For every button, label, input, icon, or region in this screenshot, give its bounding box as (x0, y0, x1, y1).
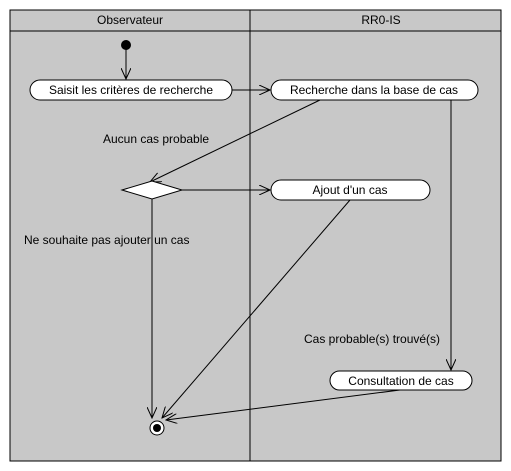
activity-recherche-label: Recherche dans la base de cas (290, 83, 458, 97)
activity-saisie-label: Saisit les critères de recherche (49, 83, 213, 97)
activity-consultation-label: Consultation de cas (348, 374, 453, 388)
activity-ajout-label: Ajout d'un cas (312, 183, 387, 197)
edge-ajout-to-end (162, 199, 351, 418)
edge-recherche-to-decision (150, 99, 321, 182)
swimlane-title-rr0-is: RR0-IS (361, 13, 400, 27)
start-node (121, 40, 131, 50)
activity-consultation[interactable]: Consultation de cas (329, 370, 473, 391)
decision-node (120, 180, 184, 200)
end-node (149, 420, 165, 436)
edge-label-ne-souhaite-pas: Ne souhaite pas ajouter un cas (24, 233, 189, 247)
activity-recherche[interactable]: Recherche dans la base de cas (270, 79, 479, 101)
edges (126, 47, 451, 420)
swimlane-title-observateur: Observateur (97, 13, 163, 27)
edge-label-aucun-cas: Aucun cas probable (103, 132, 209, 146)
edge-label-cas-trouves: Cas probable(s) trouvé(s) (304, 332, 440, 346)
activity-saisie[interactable]: Saisit les critères de recherche (29, 79, 233, 101)
edge-consultation-to-end (166, 389, 401, 420)
activity-ajout[interactable]: Ajout d'un cas (270, 179, 431, 201)
